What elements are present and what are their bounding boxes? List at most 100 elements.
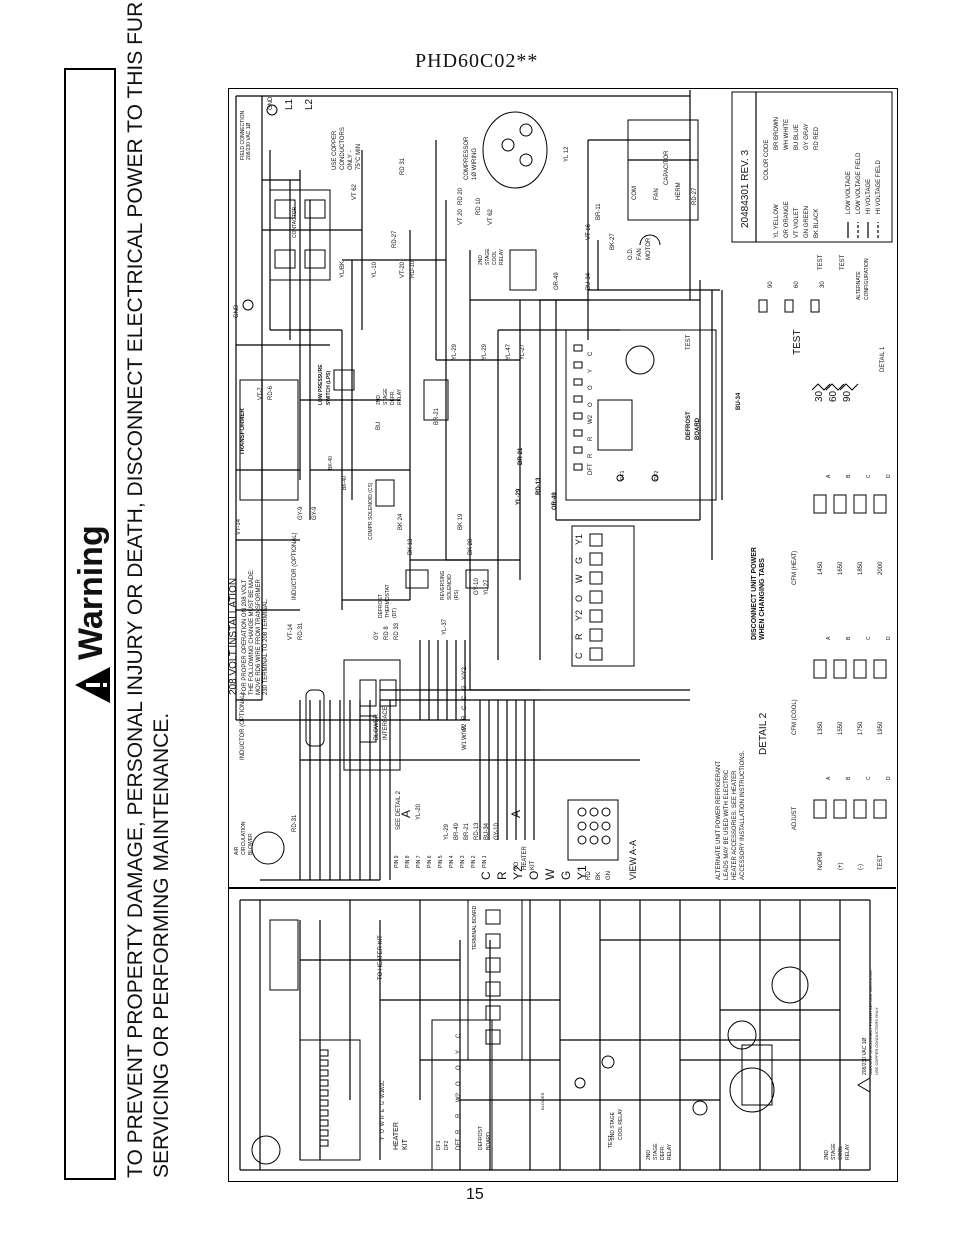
test-label: TEST xyxy=(686,334,692,350)
wire-label: YL 27 xyxy=(484,579,490,595)
plug-pin xyxy=(589,821,599,831)
plug-pin xyxy=(577,835,587,845)
ladder-blower-label: BLOWER xyxy=(540,1093,545,1110)
legend-color: GN GREEN xyxy=(804,206,810,238)
ladder-terminal-label: G xyxy=(380,1101,386,1105)
compressor xyxy=(482,111,548,189)
contactor-terminal xyxy=(274,249,296,269)
defrost-terminal xyxy=(573,395,583,403)
plug-color-label: RD xyxy=(586,871,592,880)
capacitor-terminal-label: COM xyxy=(632,186,638,200)
interface-terminal-label: C xyxy=(462,695,468,700)
tab-selector xyxy=(813,659,827,679)
tab-letter: D xyxy=(886,636,892,640)
component-shapes xyxy=(239,91,893,1171)
pin-label: PIN 4 xyxy=(449,855,455,868)
contactor-terminal xyxy=(304,249,326,269)
thermostat-label: (DT) xyxy=(392,608,398,618)
wire-label: YL-47 xyxy=(506,343,512,360)
legend-rev: 20484301 REV. 3 xyxy=(740,150,751,228)
ladder-board-label: R xyxy=(456,1113,462,1118)
heater-terminal xyxy=(319,1059,329,1067)
thermostat-terminal xyxy=(589,590,603,604)
tab-letter: A xyxy=(826,474,832,478)
thermostat-terminal xyxy=(589,647,603,661)
l2-label: L2 xyxy=(304,98,315,110)
compressor-terminal xyxy=(501,138,515,152)
wire-label: GY-9 xyxy=(298,506,304,520)
lps-label: LOW PRESSURE xyxy=(318,364,324,405)
terminal-board-letter: O xyxy=(527,871,541,880)
wire-label: YL-29 xyxy=(444,823,450,840)
df-terminal xyxy=(616,474,624,482)
defrost-terminal-label: W2 xyxy=(588,414,594,424)
compressor-terminal xyxy=(519,153,533,167)
heater-terminal xyxy=(319,1119,329,1127)
heater-kit-terminals xyxy=(299,1039,361,1161)
contactor-label: CONTACTOR xyxy=(292,206,298,238)
capacitor-label: CAPACITOR xyxy=(664,150,670,185)
defrost-terminal xyxy=(573,412,583,420)
alt-config-label: ALTERNATE xyxy=(856,271,862,300)
terminal-board-letter: R xyxy=(495,871,509,880)
alternate-note: ACCESSORY INSTALLATION INSTRUCTIONS. xyxy=(740,750,746,880)
view-aa-label: VIEW A-A xyxy=(628,840,638,880)
legend-color: BK BLACK xyxy=(814,209,820,238)
schematic-frame xyxy=(228,88,898,1182)
defrost-terminal-label: Y xyxy=(588,369,594,373)
legend-line-label: HI VOLTAGE xyxy=(866,179,872,214)
install-note: MOVE RD6 WIRE FROM TRANSFORMER xyxy=(256,578,262,695)
relay-label: COOL xyxy=(492,251,498,265)
pin-label: PIN 8 xyxy=(405,855,411,868)
inductor-label-2: INDUCTOR (OPTIONAL) xyxy=(292,532,298,600)
defrost-relay-block xyxy=(597,399,633,451)
heater-kit-label: KIT xyxy=(402,1138,409,1150)
wire-label: RD-27 xyxy=(392,230,398,248)
detail2-header: ADJUST xyxy=(792,806,798,830)
detail1-row: 30 xyxy=(814,390,825,402)
alternate-note: LEADS MAY BE USED WITH ELECTRIC xyxy=(724,769,730,880)
terminal-board-letter: Y2 xyxy=(511,865,525,880)
ladder-warning-note: USE COPPER CONDUCTORS ONLY xyxy=(874,1007,879,1075)
wire-label: BK-27 xyxy=(610,233,616,250)
wire-label: RD-31 xyxy=(292,814,298,832)
copper-label: 75°C MIN xyxy=(356,144,362,170)
heater-terminal xyxy=(319,1109,329,1117)
plug-color-label: BK xyxy=(596,872,602,880)
wire-label: BR-49 xyxy=(454,822,460,840)
fan-label: MOTOR xyxy=(646,237,652,260)
defrost-thermostat xyxy=(405,569,429,589)
wire-label: RD 33 xyxy=(394,622,400,640)
detail1-alt-row: 90 xyxy=(768,281,774,288)
wire-label: RD-13 xyxy=(474,822,480,840)
blower-interface-label: BLOWER xyxy=(374,713,380,740)
contactor xyxy=(269,189,331,281)
low-pressure-switch xyxy=(333,369,355,391)
detail2-adjust: (-) xyxy=(858,864,864,870)
tab-selector xyxy=(813,799,827,819)
tab-selector xyxy=(853,659,867,679)
blower-interface-board xyxy=(343,659,401,771)
cs-solenoid-small xyxy=(692,1100,708,1116)
warning-triangle-small xyxy=(857,1077,871,1093)
interface-terminal-label: W1 xyxy=(462,740,468,750)
wire-label: YL-10 xyxy=(372,261,378,278)
defrost-terminal-label: DFT xyxy=(588,463,594,475)
test-dial xyxy=(625,345,655,375)
reversing-label: REVERSING xyxy=(440,570,446,600)
plug-pin xyxy=(601,821,611,831)
defrost-terminal-label: O xyxy=(588,402,594,407)
plug-color-label: GN xyxy=(606,871,612,880)
ladder-board-label: C xyxy=(456,1033,462,1038)
wire-label: BK 20 xyxy=(468,538,474,555)
plug-pin xyxy=(601,835,611,845)
detail1-col: TEST xyxy=(840,254,846,270)
ladder-warning-note: WARNING: DISCONNECT POWER BEFORE SERVICI… xyxy=(868,969,873,1075)
model-number: PHD60C02** xyxy=(415,50,539,72)
wire-label: RD-6 xyxy=(268,385,274,400)
ladder-board-label: W2 xyxy=(456,1092,462,1102)
wire-label: YL-29 xyxy=(452,343,458,360)
ladder-defr-relay: DEFR. xyxy=(660,1145,666,1160)
terminal-board-letter: W xyxy=(543,868,557,880)
second-stage-defrost-relay xyxy=(423,379,449,421)
